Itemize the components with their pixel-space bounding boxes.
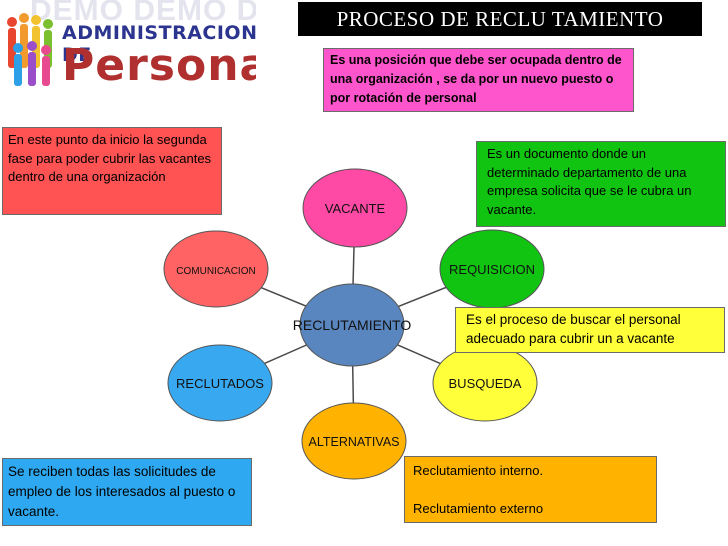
node-reclutamiento-center-shape: [299, 283, 405, 367]
note-requisicion: Es un documento donde un determinado dep…: [476, 141, 726, 227]
node-busqueda: BUSQUEDA: [432, 344, 538, 422]
node-reclutados-label: RECLUTADOS: [176, 376, 264, 391]
node-requisicion-label: REQUISICION: [449, 262, 535, 277]
node-alternativas-label: ALTERNATIVAS: [309, 435, 400, 449]
note-comunicacion: En este punto da inicio la segunda fase …: [2, 127, 222, 215]
logo-text-line1: ADMINISTRACION DE: [62, 22, 256, 66]
logo-text-line2: Personal: [62, 40, 256, 91]
node-requisicion: REQUISICION: [439, 229, 545, 309]
node-comunicacion-shape: [163, 230, 269, 308]
node-vacante-shape: [302, 168, 408, 248]
logo-watermark: DEMO DEMO D: [30, 0, 256, 27]
node-vacante: VACANTE: [302, 168, 408, 248]
node-comunicacion-label: COMUNICACION: [176, 266, 255, 277]
page-title: PROCESO DE RECLU TAMIENTO: [298, 2, 702, 36]
people-icon: [7, 13, 53, 86]
note-alternativas: Reclutamiento interno. Reclutamiento ext…: [404, 456, 657, 523]
node-reclutamiento-center-label: RECLUTAMIENTO: [293, 317, 412, 333]
node-vacante-label: VACANTE: [325, 201, 386, 216]
node-alternativas: ALTERNATIVAS: [301, 402, 407, 480]
node-busqueda-label: BUSQUEDA: [449, 376, 522, 391]
logo: DEMO DEMO D ADMINISTRACION DE Personal: [0, 0, 256, 96]
node-reclutados-shape: [167, 344, 273, 422]
note-vacante: Es una posición que debe ser ocupada den…: [323, 48, 634, 112]
node-comunicacion: COMUNICACION: [163, 230, 269, 308]
note-reclutados: Se reciben todas las solicitudes de empl…: [2, 458, 252, 526]
node-reclutamiento-center: RECLUTAMIENTO: [293, 283, 412, 367]
node-reclutados: RECLUTADOS: [167, 344, 273, 422]
note-busqueda: Es el proceso de buscar el personal adec…: [455, 307, 725, 353]
diagram-nodes: VACANTE REQUISICION BUSQUEDA ALTERNATIVAS RE…: [163, 168, 545, 480]
node-alternativas-shape: [301, 402, 407, 480]
